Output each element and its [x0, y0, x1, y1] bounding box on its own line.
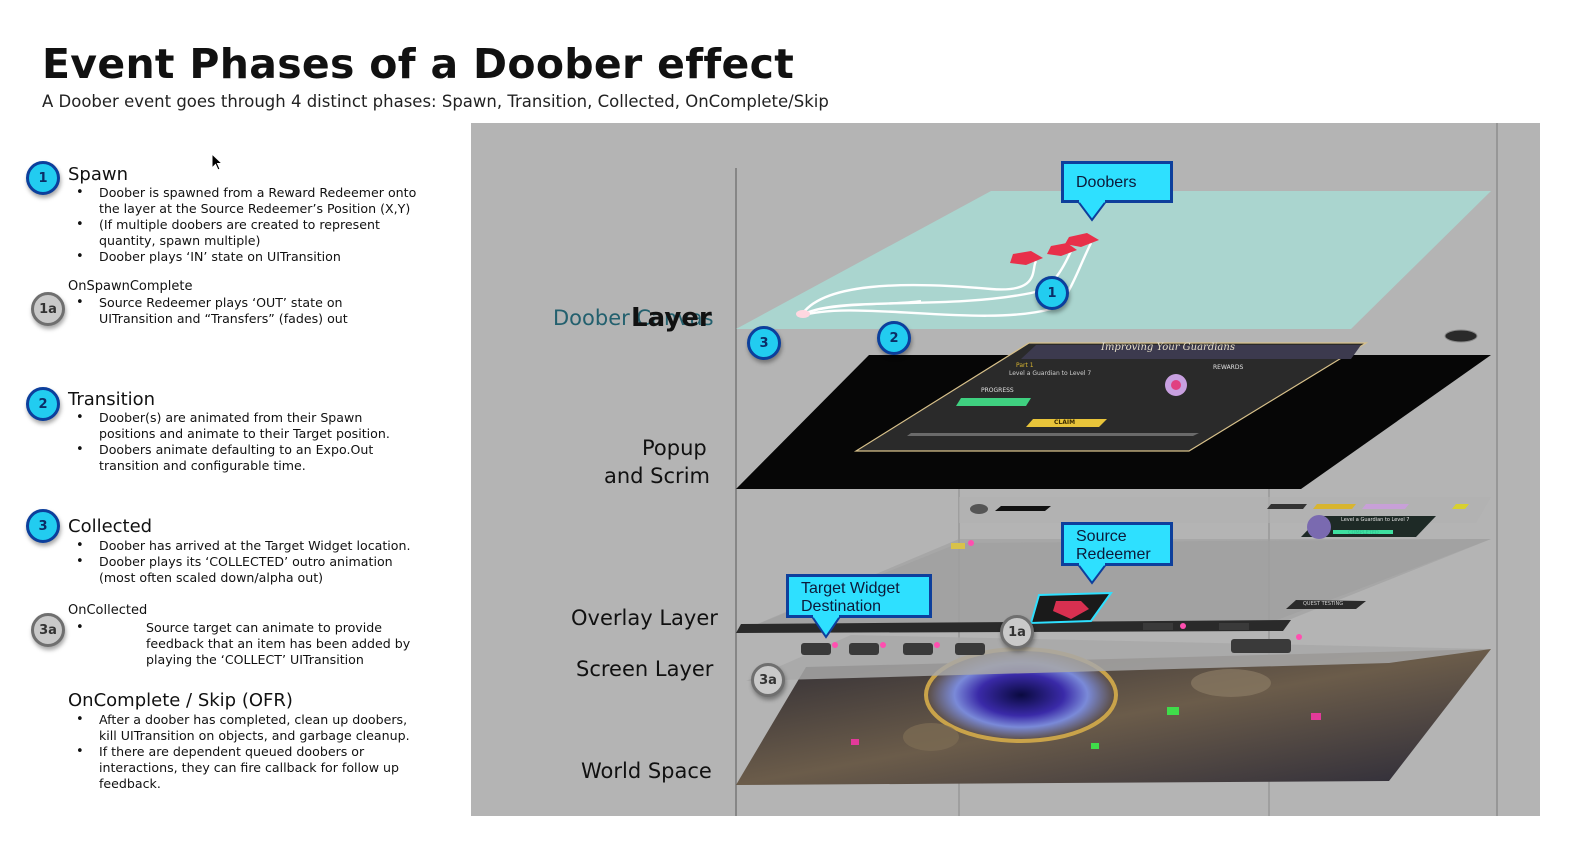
popup-part: Part 1: [1016, 362, 1034, 369]
source-redeemer-gem: [1029, 591, 1113, 625]
layer-label-popup-1: Popup: [642, 436, 707, 460]
callout-doobers-text: Doobers: [1076, 174, 1137, 191]
bullet-item: Source Redeemer plays ‘OUT’ state on UIT…: [76, 295, 376, 327]
layer-label-popup-2: and Scrim: [604, 464, 710, 488]
hud-strip: [959, 497, 1491, 539]
bullet-item: Doober(s) are animated from their Spawn …: [76, 410, 416, 442]
bullet-item: Doober plays its ‘COLLECTED’ outro anima…: [76, 554, 428, 586]
callout-source-text-2: Redeemer: [1076, 546, 1151, 563]
callout-source-redeemer: Source Redeemer: [1061, 522, 1173, 566]
phase-badge-3a: 3a: [31, 613, 65, 647]
mouse-cursor-icon: [211, 153, 223, 171]
layer-label-doober-ghost: Doober Canvas: [553, 306, 714, 330]
bullet-item: If there are dependent queued doobers or…: [76, 744, 428, 792]
bullet-item: (If multiple doobers are created to repr…: [76, 217, 428, 249]
spawn-bullets: Doober is spawned from a Reward Redeemer…: [76, 185, 428, 265]
layer-label-screen: Screen Layer: [576, 657, 714, 681]
layer-label-world: World Space: [581, 759, 712, 783]
layer-diagram: Doober Canvas Layer Popup and Scrim Over…: [471, 123, 1540, 816]
popup-rewards: REWARDS: [1213, 364, 1244, 371]
callout-doobers: Doobers: [1061, 161, 1173, 203]
popup-claim-button: CLAIM: [1054, 419, 1076, 426]
popup-progress: PROGRESS: [981, 387, 1014, 394]
phase-title-oncollected: OnCollected: [68, 603, 148, 618]
marker-2: 2: [877, 321, 911, 355]
marker-3a: 3a: [751, 663, 785, 697]
phase-title-collected: Collected: [68, 516, 153, 537]
bullet-item: Source target can animate to provide fee…: [76, 620, 428, 668]
callout-target-text-1: Target Widget: [801, 580, 900, 597]
marker-1a: 1a: [1000, 615, 1034, 649]
phase-title-oncomplete: OnComplete / Skip (OFR): [68, 690, 293, 711]
hud-quest-testing: QUEST TESTING: [1303, 601, 1344, 607]
phase-title-spawn: Spawn: [68, 164, 129, 185]
layer-label-doober: Layer: [631, 303, 712, 333]
callout-source-text-1: Source: [1076, 528, 1127, 545]
phase-title-transition: Transition: [68, 389, 156, 410]
doober-layer-plane: [736, 191, 1491, 329]
oncollected-bullets: Source target can animate to provide fee…: [76, 620, 428, 668]
transition-bullets: Doober(s) are animated from their Spawn …: [76, 410, 416, 474]
hud-quest-card: Level a Guardian to Level 7: [1341, 517, 1410, 523]
bullet-item: Doober is spawned from a Reward Redeemer…: [76, 185, 428, 217]
hud-completed: COMPLETED: [1348, 530, 1379, 536]
collected-bullets: Doober has arrived at the Target Widget …: [76, 538, 428, 586]
phase-badge-1: 1: [26, 161, 60, 195]
layer-label-overlay: Overlay Layer: [571, 606, 718, 630]
callout-pointer-icon: [1077, 563, 1107, 585]
callout-pointer-icon: [811, 615, 841, 639]
popup-scrim-layer: [736, 329, 1491, 489]
marker-3: 3: [747, 326, 781, 360]
callout-target-text-2: Destination: [801, 598, 882, 615]
page-subtitle: A Doober event goes through 4 distinct p…: [42, 92, 829, 111]
onspawncomplete-bullets: Source Redeemer plays ‘OUT’ state on UIT…: [76, 295, 376, 327]
phase-title-onspawncomplete: OnSpawnComplete: [68, 279, 193, 294]
popup-title: Improving Your Guardians: [1101, 342, 1235, 353]
oncomplete-bullets: After a doober has completed, clean up d…: [76, 712, 428, 792]
phase-badge-1a: 1a: [31, 292, 65, 326]
world-space-layer: [736, 647, 1491, 785]
callout-target-widget: Target Widget Destination: [786, 574, 932, 618]
screen-layer: [746, 634, 1491, 681]
marker-1: 1: [1035, 276, 1069, 310]
bullet-item: Doober plays ‘IN’ state on UITransition: [76, 249, 428, 265]
bullet-item: Doober has arrived at the Target Widget …: [76, 538, 428, 554]
phase-badge-2: 2: [26, 387, 60, 421]
popup-task: Level a Guardian to Level 7: [1009, 370, 1092, 377]
page-title: Event Phases of a Doober effect: [42, 40, 795, 88]
phase-badge-3: 3: [26, 509, 60, 543]
bullet-item: After a doober has completed, clean up d…: [76, 712, 428, 744]
bullet-item: Doobers animate defaulting to an Expo.Ou…: [76, 442, 416, 474]
callout-pointer-icon: [1077, 200, 1107, 222]
